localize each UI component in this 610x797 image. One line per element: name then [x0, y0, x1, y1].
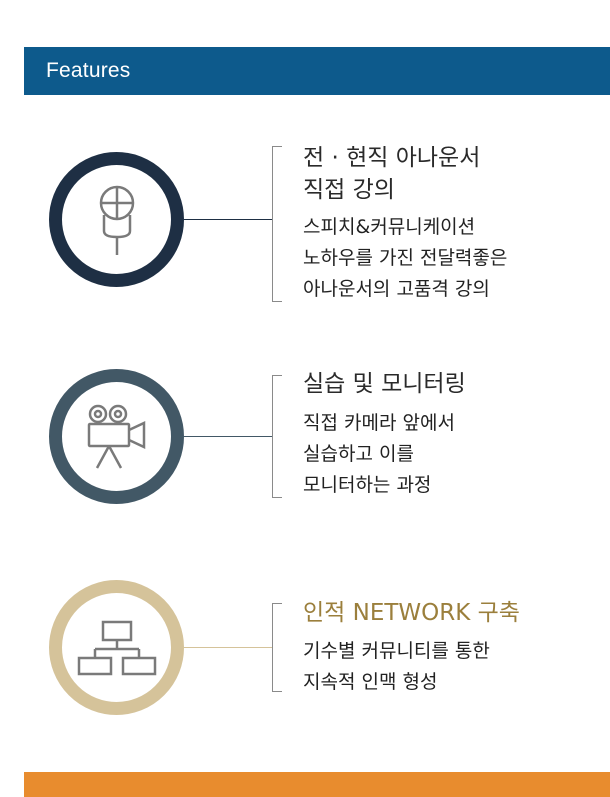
feature-connector-line	[184, 647, 272, 648]
feature-bracket	[272, 603, 282, 692]
feature-icon-circle	[49, 152, 184, 287]
feature-title: 실습 및 모니터링	[303, 371, 466, 397]
microphone-icon	[99, 185, 135, 255]
feature-description: 직접 카메라 앞에서 실습하고 이를 모니터하는 과정	[303, 412, 455, 496]
feature-icon-circle	[49, 580, 184, 715]
feature-title: 전 · 현직 아나운서 직접 강의	[303, 145, 481, 203]
footer-bar	[24, 772, 610, 797]
network-icon	[77, 620, 157, 676]
features-header-bar: Features	[24, 47, 610, 95]
feature-bracket	[272, 146, 282, 302]
features-title: Features	[46, 59, 131, 82]
feature-description: 기수별 커뮤니티를 통한 지속적 인맥 형성	[303, 640, 490, 693]
feature-connector-line	[184, 219, 272, 220]
feature-icon-circle	[49, 369, 184, 504]
feature-title: 인적 NETWORK 구축	[303, 600, 520, 626]
video-camera-icon	[87, 404, 146, 469]
feature-bracket	[272, 375, 282, 498]
feature-connector-line	[184, 436, 272, 437]
feature-description: 스피치&커뮤니케이션 노하우를 가진 전달력좋은 아나운서의 고품격 강의	[303, 216, 508, 300]
